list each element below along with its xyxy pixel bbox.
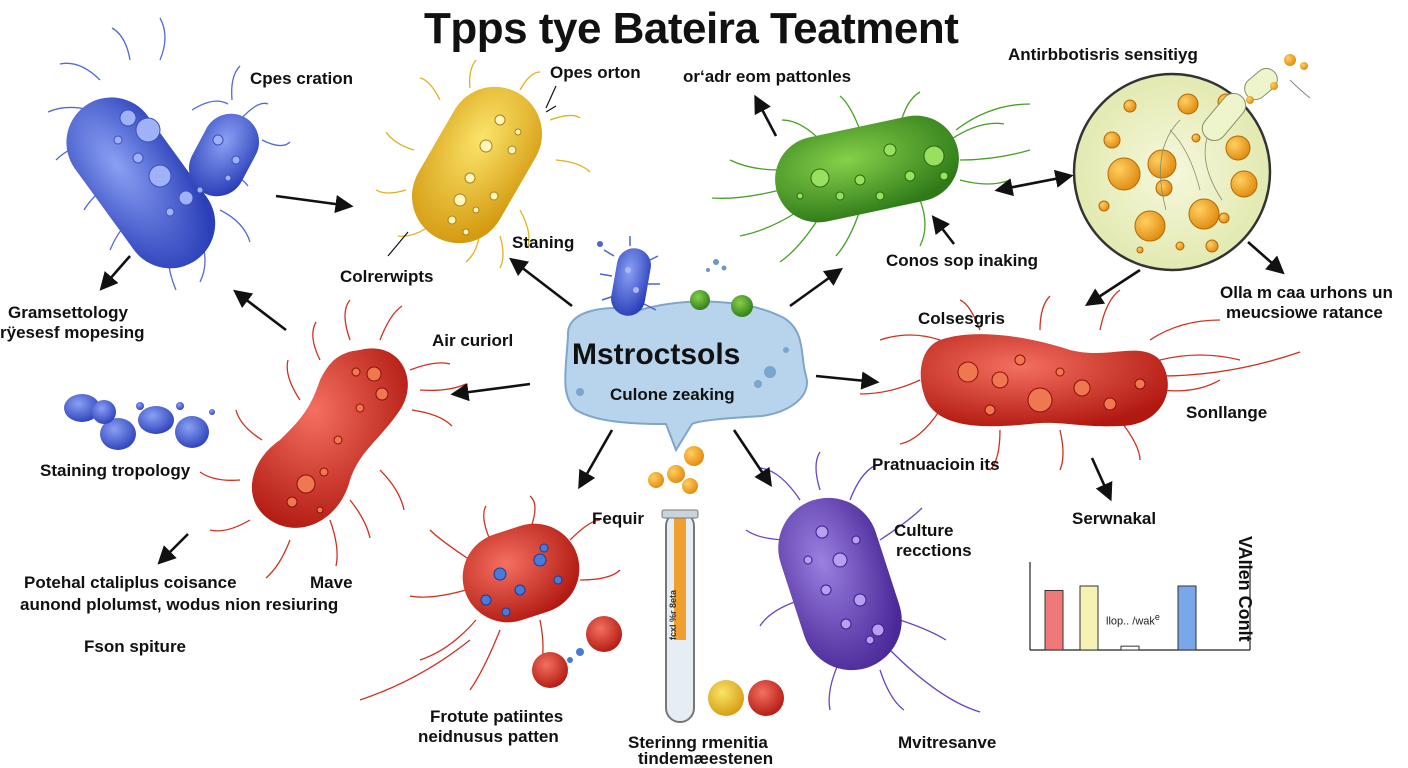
arrow-red-right-down <box>1090 457 1113 502</box>
arrow-red-to-blue <box>233 289 287 332</box>
label-mvitresanve: Mvitresanve <box>898 733 997 752</box>
purple-bacterium <box>745 451 981 713</box>
orange-spheres <box>648 446 704 494</box>
red-bacterium-left <box>199 299 467 579</box>
arrow-hub-to-red-right <box>815 371 880 390</box>
label-antibiotics: Antirbbotisris sensitiyg <box>1008 45 1198 64</box>
label-sonllange: Sonllange <box>1186 403 1268 422</box>
label-staning: Staning <box>512 233 575 252</box>
arrow-hub-down-right <box>732 429 773 488</box>
label-potehal-1: Potehal ctaliplus coisance <box>24 573 237 592</box>
label-serwnakal: Serwnakal <box>1072 509 1157 528</box>
label-patterns: or‘adr eom pattonles <box>683 67 852 86</box>
label-olla-2: meucsiowe ratance <box>1226 303 1383 322</box>
hub-subtitle: Culone zeaking <box>610 385 735 404</box>
inset-bar <box>1120 645 1140 651</box>
label-fson: Fson spiture <box>84 637 187 656</box>
label-gram-2: rÿesesf mopesing <box>0 323 145 342</box>
label-steining-2: tindemæestenen <box>638 749 774 768</box>
label-fequir: Fequir <box>592 509 644 528</box>
arrow-dish-down-left <box>1084 268 1141 306</box>
red-bacterium-bottom <box>359 495 622 701</box>
arrow-conos-up <box>931 215 956 245</box>
pipette <box>1201 54 1311 141</box>
label-opes-cration: Cpes cration <box>250 69 353 88</box>
label-colsesgris: Colsesgris <box>918 309 1005 328</box>
arrow-blue-to-yellow <box>275 194 354 214</box>
inset-bar <box>1177 585 1197 651</box>
petri-dish <box>1072 54 1311 272</box>
label-gram-1: Gramsettology <box>8 303 128 322</box>
arrow-blue-down <box>99 255 131 291</box>
arrow-hub-to-red-left <box>450 382 531 402</box>
hub-title: Mstroctsols <box>572 338 741 371</box>
yellow-bacterium <box>375 59 591 269</box>
label-frotute-2: neidnusus patten <box>418 727 559 746</box>
central-hub <box>564 300 808 453</box>
small-blue-bacterium <box>597 236 753 317</box>
inset-bar-chart <box>1029 562 1251 651</box>
green-bacterium <box>711 91 1031 263</box>
inset-chart-label-text: llop.. /wak <box>1106 615 1155 628</box>
label-opes-orton: Opes orton <box>550 63 641 82</box>
label-colrerwipts: Colrerwipts <box>340 267 434 286</box>
label-steining-1: Sterinng rmenitia <box>628 733 768 752</box>
inset-chart-label-sup: e <box>1154 612 1160 622</box>
tube-label: fcxl %r 8eta <box>668 589 678 640</box>
page-title: Tpps tye Bateira Teatment <box>424 4 959 53</box>
arrow-yellow-label <box>545 105 557 113</box>
label-olla-1: Olla m caa urhons un <box>1220 283 1393 302</box>
inset-chart-label: llop.. /wake <box>1106 612 1160 628</box>
label-frotute-1: Frotute patiintes <box>430 707 564 726</box>
red-bacterium-right <box>859 289 1301 471</box>
arrow-hub-to-green <box>789 267 843 308</box>
label-pratnuacioin: Pratnuacioin its <box>872 455 1000 474</box>
label-culture-1: Culture <box>894 521 954 540</box>
vertical-label: VAIlen Conlt <box>1235 536 1255 642</box>
arrow-dish-down-right <box>1247 241 1285 275</box>
label-conos: Conos sop inaking <box>886 251 1039 270</box>
label-culture-2: recctions <box>896 541 972 560</box>
yellow-sphere <box>708 680 744 716</box>
test-tube <box>661 509 699 723</box>
leader-colrerwipts <box>387 231 409 257</box>
red-sphere <box>748 680 784 716</box>
inset-bar <box>1079 585 1099 651</box>
blue-bacteria <box>47 17 291 291</box>
label-mave: Mave <box>310 573 353 592</box>
arrow-hub-to-yellow <box>509 257 573 308</box>
inset-bar <box>1044 589 1064 651</box>
arrow-green-dish <box>994 169 1074 197</box>
staining-cells <box>64 394 215 450</box>
arrow-hub-down-left <box>578 429 614 490</box>
label-potehal-2: aunond plolumst, wodus nion resiuring <box>20 595 339 614</box>
arrow-green-up <box>754 94 778 137</box>
arrow-red-left-down <box>157 533 189 565</box>
label-air-curiorl: Air curiorl <box>432 331 514 350</box>
leader-opes-orton <box>545 85 557 109</box>
label-staining-tropology: Staining tropology <box>40 461 191 480</box>
